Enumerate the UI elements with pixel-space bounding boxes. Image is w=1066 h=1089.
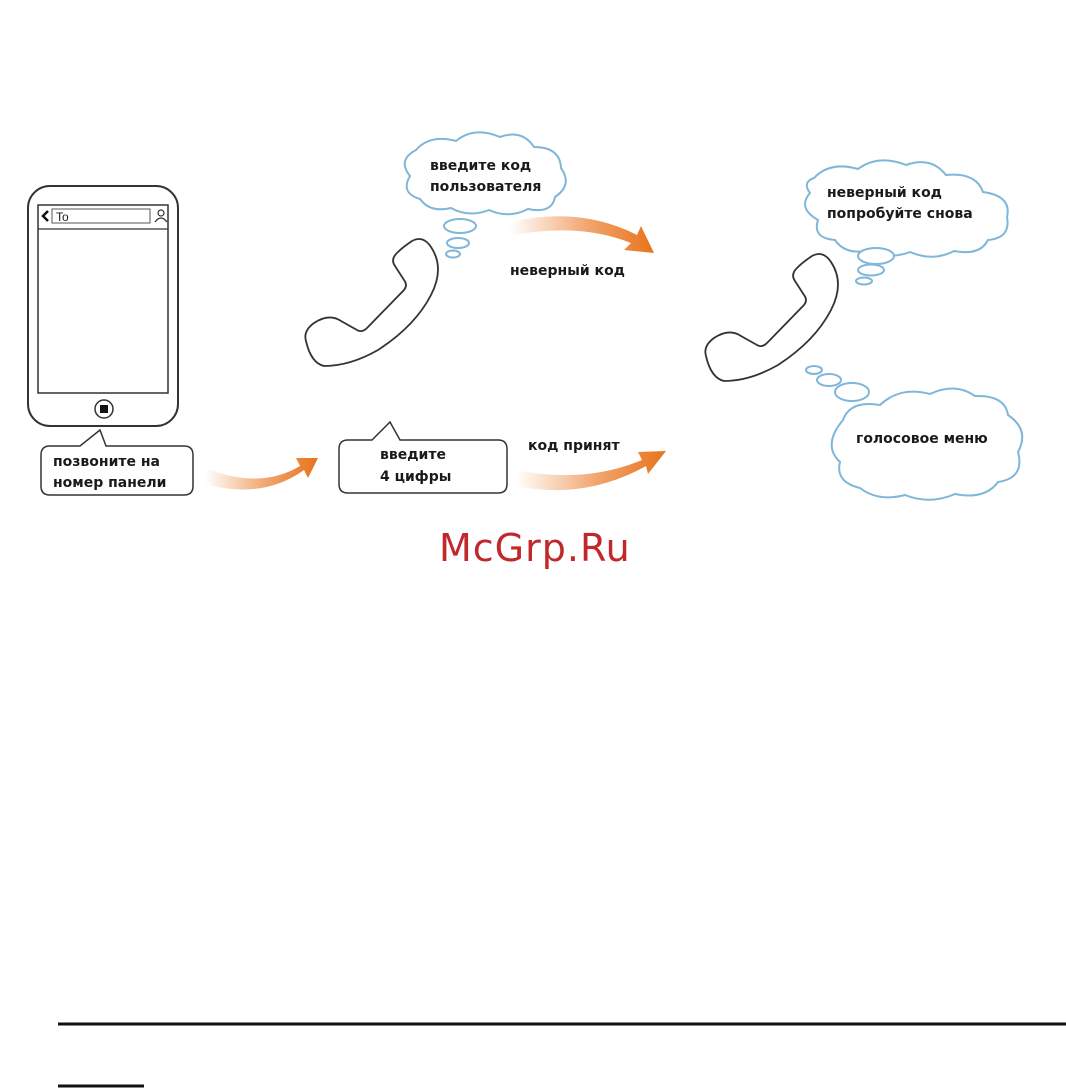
speech-bubble-enter-digits: введите 4 цифры [339,422,507,493]
thought-cloud-voice-menu: голосовое меню [806,366,1022,500]
arrow-code-accepted [516,451,666,490]
thought-cloud-wrong-code-retry: неверный код попробуйте снова [805,160,1008,284]
thought-cloud-enter-user-code: введите код пользователя [405,132,566,257]
arrow-to-enter-digits [205,458,318,490]
wrong-code-label: неверный код [510,263,625,279]
call-panel-line2: номер панели [53,475,166,491]
call-panel-line1: позвоните на [53,454,160,470]
enter-user-code-line2: пользователя [430,179,541,195]
voice-menu-label: голосовое меню [856,431,988,447]
speech-bubble-call-panel: позвоните на номер панели [41,430,193,495]
enter-digits-line2: 4 цифры [380,469,451,485]
phone-handset-icon [305,239,438,366]
enter-digits-line1: введите [380,447,446,463]
code-accepted-label: код принят [528,438,620,454]
smartphone-icon: To [28,186,178,426]
wrong-code-retry-line1: неверный код [827,185,942,201]
phone-handset-icon [705,254,838,381]
recipient-field-text: To [56,210,69,224]
enter-user-code-line1: введите код [430,158,531,174]
watermark-text: McGrp.Ru [439,526,631,570]
wrong-code-retry-line2: попробуйте снова [827,206,973,222]
arrow-wrong-code [510,216,654,253]
